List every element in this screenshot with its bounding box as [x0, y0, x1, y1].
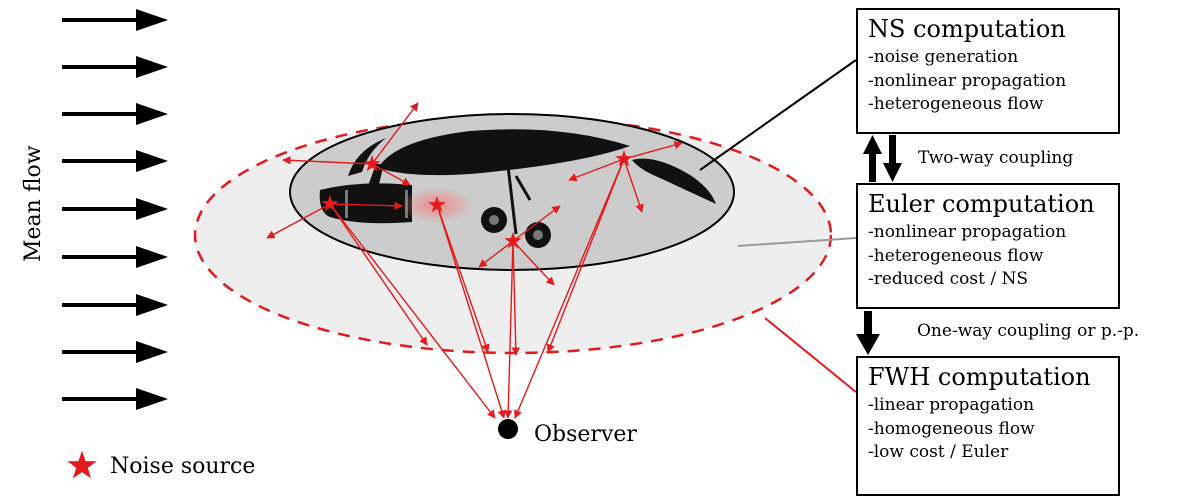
mean-flow-arrows: [62, 9, 168, 410]
observer-dot: [498, 419, 518, 439]
euler-box-line: -reduced cost / NS: [868, 269, 1028, 289]
flow-arrow: [62, 56, 168, 78]
two-way-coupling-arrows: [863, 135, 902, 182]
legend-star-icon: [67, 450, 97, 479]
noise-source-star: [428, 196, 446, 213]
pylon: [368, 164, 384, 188]
fwh-box-line: -homogeneous flow: [868, 418, 1035, 439]
one-way-coupling-arrow: [856, 311, 880, 355]
euler-connector-line: [737, 237, 857, 247]
flow-arrow: [62, 198, 168, 220]
noise-source-star: [363, 155, 381, 172]
fwh-computation-box: FWH computation -linear propagation -hom…: [856, 356, 1120, 496]
flap: [632, 158, 716, 204]
fwh-box-title: FWH computation: [868, 363, 1091, 391]
flow-arrow: [62, 103, 168, 125]
observer-label: Observer: [534, 422, 637, 447]
noise-source-star: [504, 232, 522, 249]
ns-box-title: NS computation: [868, 15, 1066, 43]
two-way-coupling-label: Two-way coupling: [918, 148, 1074, 168]
slat: [348, 138, 386, 176]
down-arrow: [883, 135, 902, 182]
main-wing: [378, 129, 630, 176]
aircraft: [319, 129, 716, 248]
ns-box-line: -noise generation: [868, 47, 1019, 67]
flow-arrow: [62, 9, 168, 31]
ns-box-line: -heterogeneous flow: [868, 94, 1044, 114]
nacelle: [319, 183, 412, 224]
flow-arrow: [62, 388, 168, 410]
up-arrow: [863, 135, 882, 182]
euler-box-title: Euler computation: [868, 190, 1095, 218]
noise-source-star: [321, 195, 339, 212]
flow-arrow: [62, 294, 168, 316]
legend-noise-source-label: Noise source: [110, 454, 256, 479]
fwh-connector-line: [764, 317, 857, 393]
fwh-box-line: -low cost / Euler: [868, 442, 1009, 462]
euler-box-line: -heterogeneous flow: [868, 245, 1044, 266]
one-way-coupling-label: One-way coupling or p.-p.: [917, 321, 1140, 341]
euler-box-line: -nonlinear propagation: [868, 222, 1067, 242]
fwh-box-line: -linear propagation: [868, 395, 1035, 415]
flow-arrow: [62, 246, 168, 268]
noise-propagation-arrows: [266, 102, 683, 419]
noise-source-star: [615, 150, 633, 167]
landing-gear-brace: [514, 175, 532, 201]
aeroacoustic-diagram: [62, 9, 902, 479]
noise-source-stars: [321, 150, 633, 249]
ns-box-line: -nonlinear propagation: [868, 70, 1067, 91]
landing-gear-strut: [506, 165, 518, 235]
flow-arrow: [62, 341, 168, 363]
landing-gear-wheel-rear: [525, 222, 551, 248]
ns-computation-box: NS computation -noise generation -nonlin…: [856, 8, 1120, 134]
flow-arrow: [62, 150, 168, 172]
mean-flow-label: Mean flow: [21, 145, 46, 262]
landing-gear-wheel-front: [481, 207, 507, 233]
euler-computation-box: Euler computation -nonlinear propagation…: [856, 183, 1120, 309]
ns-connector-line: [699, 59, 857, 171]
